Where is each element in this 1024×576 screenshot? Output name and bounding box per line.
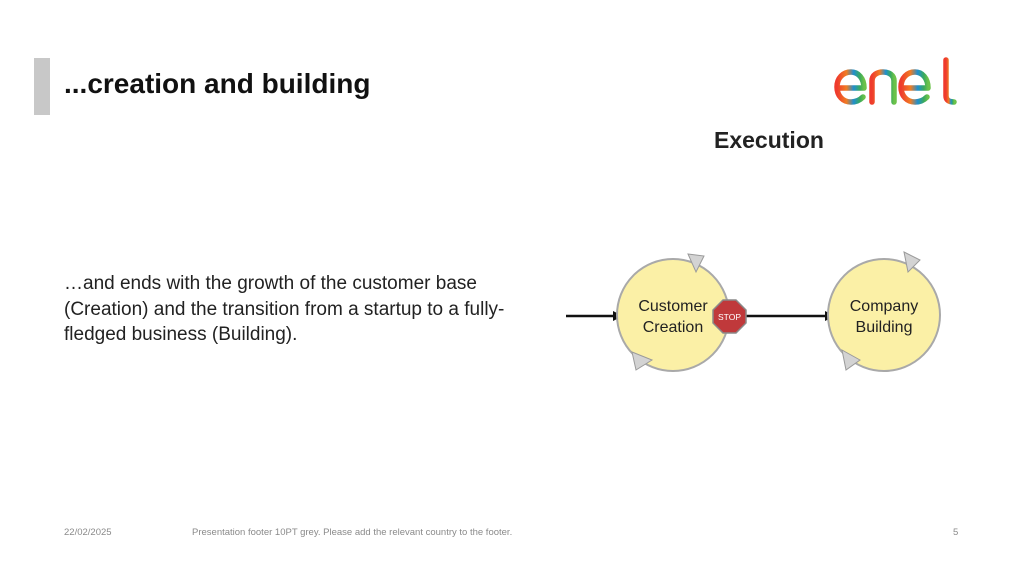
process-diagram: Customer Creation STOP Company Building [566,251,941,372]
stop-sign-label: STOP [718,312,741,322]
cycle-arrowhead-icon [841,349,861,371]
footer-note: Presentation footer 10PT grey. Please ad… [192,527,513,538]
company-building-node: Company Building [827,251,941,372]
stop-sign-icon: STOP [712,299,747,334]
body-text: …and ends with the growth of the custome… [64,273,505,345]
node-label-line1: Company [850,298,918,315]
cycle-arrowhead-icon [687,253,705,274]
node-label-line2: Building [856,319,913,336]
footer-date: 22/02/2025 [64,527,112,538]
cycle-arrowhead-icon [631,351,654,371]
section-heading: Execution [714,127,824,153]
slide-title: ...creation and building [64,68,371,99]
node-label-line1: Customer [638,298,708,315]
cycle-arrowhead-icon [903,251,921,274]
customer-creation-node: Customer Creation [616,253,730,372]
node-label-line2: Creation [643,319,703,336]
title-accent-bar [34,58,50,115]
page-number: 5 [953,527,959,538]
enel-logo-icon [834,57,957,105]
